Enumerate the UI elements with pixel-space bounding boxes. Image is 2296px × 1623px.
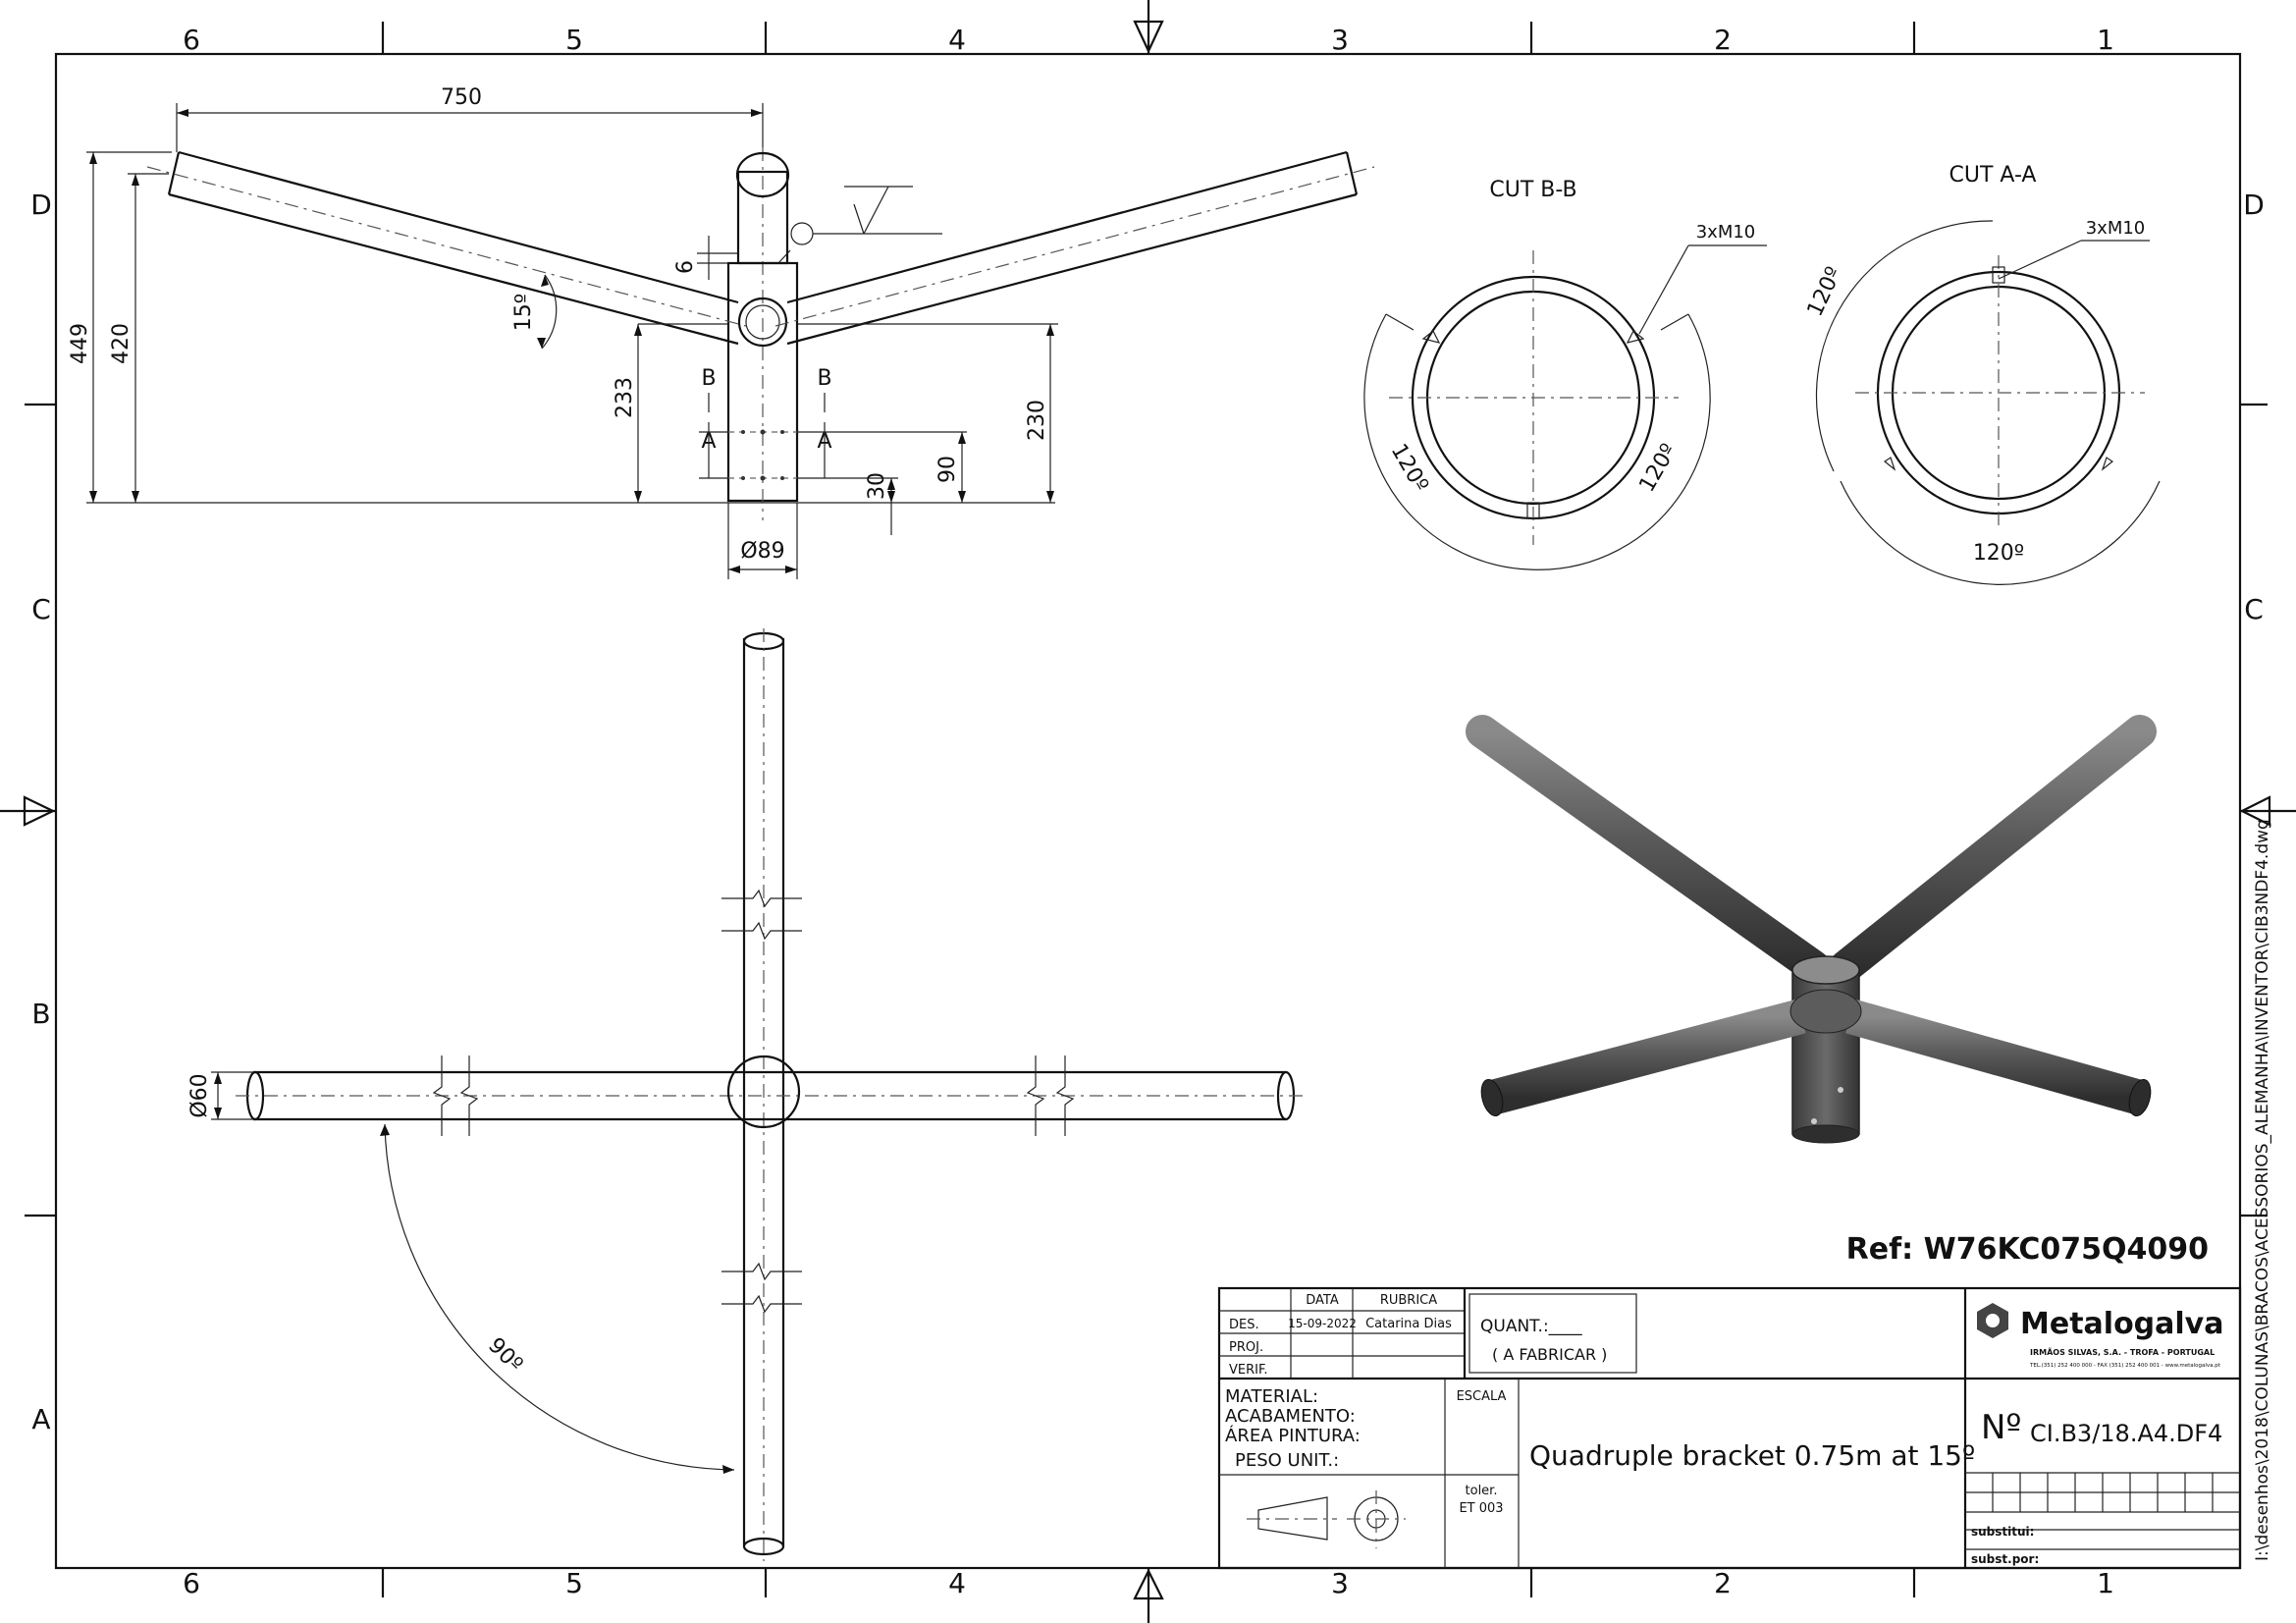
svg-text:5: 5 <box>565 1567 583 1599</box>
svg-text:3: 3 <box>1331 24 1349 56</box>
cut-bb-thread: 3xM10 <box>1696 222 1756 243</box>
material-label: MATERIAL: <box>1225 1386 1318 1407</box>
dim-total-height: 449 <box>68 323 92 364</box>
svg-text:C: C <box>2244 593 2264 625</box>
svg-text:4: 4 <box>948 24 966 56</box>
revision-grid <box>1965 1472 2240 1550</box>
surface-finish-symbol <box>777 186 942 264</box>
cut-aa-title: CUT A-A <box>1949 163 2037 188</box>
title-block: DATA RUBRICA DES. PROJ. VERIF. 15-09-202… <box>1217 1286 2242 1570</box>
dim-arm-angle: 15º <box>511 294 536 331</box>
centering-mark-left <box>0 795 56 827</box>
column-labels-bottom: 6 5 4 3 2 1 <box>183 1567 2114 1599</box>
drawing-title: Quadruple bracket 0.75m at 15º <box>1529 1439 1975 1472</box>
cut-aa-angle-2: 120º <box>1973 541 2024 566</box>
cut-aa-angle-1: 120º <box>1803 263 1847 320</box>
break-marks <box>432 889 1075 1314</box>
drawing-number: CI.B3/18.A4.DF4 <box>2030 1420 2222 1447</box>
des-name: Catarina Dias <box>1365 1317 1452 1331</box>
centering-mark-top <box>1133 0 1164 54</box>
toler-value: ET 003 <box>1459 1501 1503 1516</box>
col-rubrica-header: RUBRICA <box>1380 1293 1437 1308</box>
substitui-label: substitui: <box>1971 1525 2034 1539</box>
dim-hole-b: 30 <box>865 472 889 500</box>
toler-label: toler. <box>1466 1484 1498 1498</box>
dim-arm-height: 420 <box>109 323 133 364</box>
svg-text:4: 4 <box>948 1567 966 1599</box>
svg-text:2: 2 <box>1714 24 1732 56</box>
centering-mark-bottom <box>1133 1568 1164 1623</box>
svg-text:5: 5 <box>565 24 583 56</box>
quant-sub: ( A FABRICAR ) <box>1492 1345 1607 1364</box>
cut-bb-view: CUT B-B 120º 120º 3xM10 <box>1363 178 1767 570</box>
front-view: 750 449 420 233 230 6 15º <box>68 85 1375 579</box>
isometric-3d-view <box>1466 715 2157 1144</box>
row-labels-left: D C B A <box>30 189 52 1435</box>
svg-text:1: 1 <box>2097 24 2114 56</box>
section-marker-b-right: B <box>817 366 831 391</box>
dim-arm-diameter: Ø60 <box>187 1073 212 1117</box>
peso-unit-label: PESO UNIT.: <box>1235 1450 1339 1471</box>
svg-text:6: 6 <box>183 24 200 56</box>
dim-arm-spacing-angle: 90º <box>483 1333 527 1378</box>
svg-text:D: D <box>30 189 52 221</box>
cut-bb-title: CUT B-B <box>1489 178 1576 202</box>
dim-center-height-right: 230 <box>1025 400 1049 441</box>
cut-bb-angle-1: 120º <box>1386 440 1433 497</box>
des-date: 15-09-2022 <box>1288 1317 1357 1330</box>
centering-mark-right <box>2239 795 2296 827</box>
dim-arm-length: 750 <box>441 85 482 110</box>
dim-hole-a: 90 <box>935 456 960 483</box>
area-pintura-label: ÁREA PINTURA: <box>1225 1425 1361 1446</box>
acabamento-label: ACABAMENTO: <box>1225 1406 1356 1427</box>
column-labels-top: 6 5 4 3 2 1 <box>183 24 2114 56</box>
file-path-text: I:\desenhos\2018\COLUNAS\BRACOS\ACESSORI… <box>2253 819 2272 1561</box>
projection-symbol <box>1247 1490 1406 1548</box>
company-logo: Metalogalva IRMÃOS SILVAS, S.A. - TROFA … <box>1977 1303 2223 1369</box>
top-view: Ø60 90º <box>187 628 1306 1561</box>
svg-text:C: C <box>31 593 51 625</box>
cut-aa-thread: 3xM10 <box>2086 218 2146 239</box>
dim-center-height-left: 233 <box>613 377 637 418</box>
svg-text:1: 1 <box>2097 1567 2114 1599</box>
dim-diameter: Ø89 <box>740 539 784 564</box>
col-data-header: DATA <box>1306 1293 1339 1308</box>
svg-text:2: 2 <box>1714 1567 1732 1599</box>
svg-text:D: D <box>2243 189 2265 221</box>
company-contact: TEL.(351) 252 400 000 - FAX (351) 252 40… <box>2029 1363 2221 1369</box>
svg-text:B: B <box>31 998 50 1030</box>
company-name: Metalogalva <box>2020 1307 2223 1341</box>
svg-text:A: A <box>31 1403 50 1435</box>
section-marker-b-left: B <box>701 366 716 391</box>
quant-label: QUANT.:____ <box>1480 1317 1582 1336</box>
row-labels-right: D C <box>2243 189 2265 625</box>
row-verif-label: VERIF. <box>1229 1363 1268 1378</box>
cut-aa-view: CUT A-A 120º 120º 3xM10 <box>1803 163 2161 585</box>
svg-text:3: 3 <box>1331 1567 1349 1599</box>
escala-label: ESCALA <box>1457 1389 1507 1404</box>
row-des-label: DES. <box>1229 1318 1259 1332</box>
dim-cap-offset: 6 <box>673 260 698 274</box>
row-proj-label: PROJ. <box>1229 1340 1263 1355</box>
subst-por-label: subst.por: <box>1971 1552 2039 1566</box>
company-subtitle: IRMÃOS SILVAS, S.A. - TROFA - PORTUGAL <box>2030 1347 2215 1357</box>
reference-code: Ref: W76KC075Q4090 <box>1846 1232 2209 1267</box>
svg-text:6: 6 <box>183 1567 200 1599</box>
drawing-number-prefix: Nº <box>1981 1408 2021 1447</box>
